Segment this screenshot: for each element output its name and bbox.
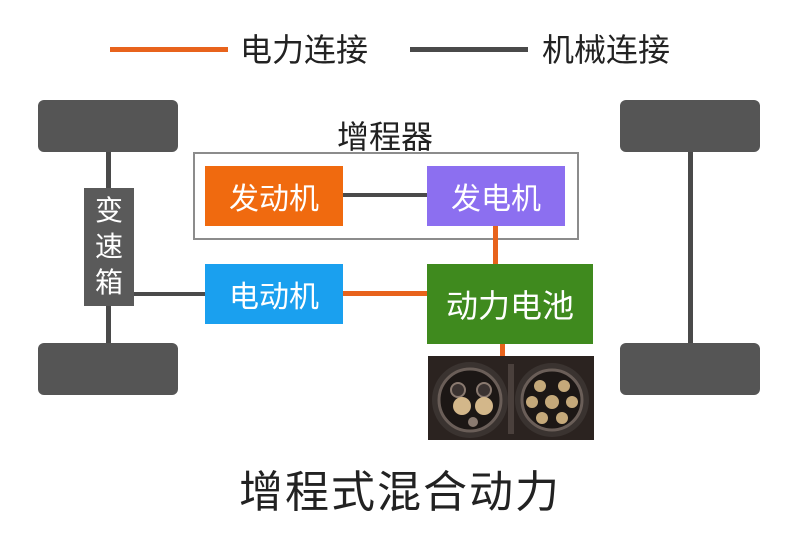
legend-mechanical-line <box>410 47 528 52</box>
engine-label: 发动机 <box>229 182 319 217</box>
generator-box: 发电机 <box>427 166 565 226</box>
gearbox-char-1: 变 <box>94 194 123 227</box>
battery-charger-link <box>500 344 505 356</box>
range-extender-title: 增程器 <box>336 118 433 156</box>
gearbox: 变 速 箱 <box>84 188 134 306</box>
right-axle <box>688 152 693 343</box>
wheel-front-right <box>620 100 760 152</box>
gearbox-char-2: 速 <box>94 230 123 263</box>
motor-label: 电动机 <box>229 280 319 315</box>
range-extender-frame <box>193 152 579 240</box>
motor-battery-link <box>343 291 427 296</box>
legend-electric-line <box>110 47 228 52</box>
wheel-rear-right <box>620 343 760 395</box>
engine-box: 发动机 <box>205 166 343 226</box>
legend-electric-label: 电力连接 <box>240 31 369 69</box>
generator-battery-link <box>493 226 498 264</box>
generator-label: 发电机 <box>451 182 541 217</box>
gearbox-char-3: 箱 <box>94 266 123 299</box>
motor-box: 电动机 <box>205 264 343 324</box>
wheel-front-left <box>38 100 178 152</box>
engine-generator-link <box>343 193 427 197</box>
gearbox-motor-link <box>134 292 205 296</box>
diagram-caption: 增程式混合动力 <box>239 467 561 518</box>
battery-box: 动力电池 <box>427 264 593 344</box>
battery-label: 动力电池 <box>445 287 574 325</box>
wheel-rear-left <box>38 343 178 395</box>
charging-port-icon <box>428 356 594 440</box>
legend-mechanical-label: 机械连接 <box>542 31 671 69</box>
